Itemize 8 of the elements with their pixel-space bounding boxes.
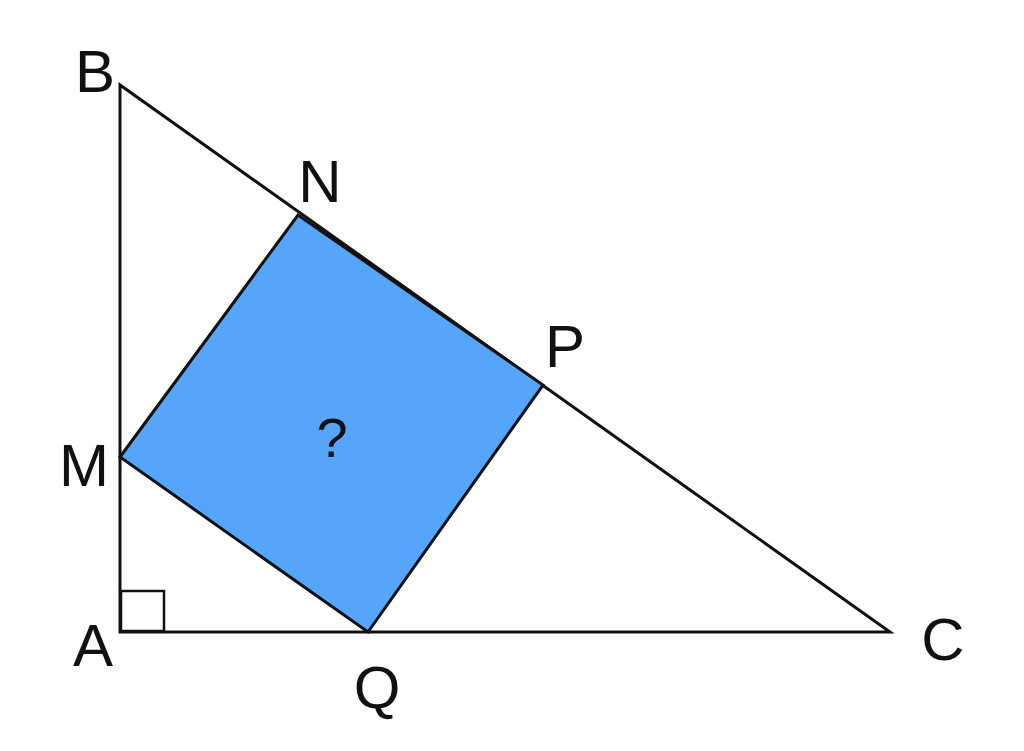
vertex-label: B bbox=[75, 42, 115, 102]
vertex-label: Q bbox=[353, 658, 401, 718]
vertex-label: M bbox=[59, 436, 109, 496]
unknown-mark: ? bbox=[316, 410, 348, 466]
vertex-label: A bbox=[73, 616, 113, 676]
vertex-label: N bbox=[298, 152, 342, 212]
vertex-label: P bbox=[545, 317, 585, 377]
vertex-label: C bbox=[921, 610, 965, 670]
